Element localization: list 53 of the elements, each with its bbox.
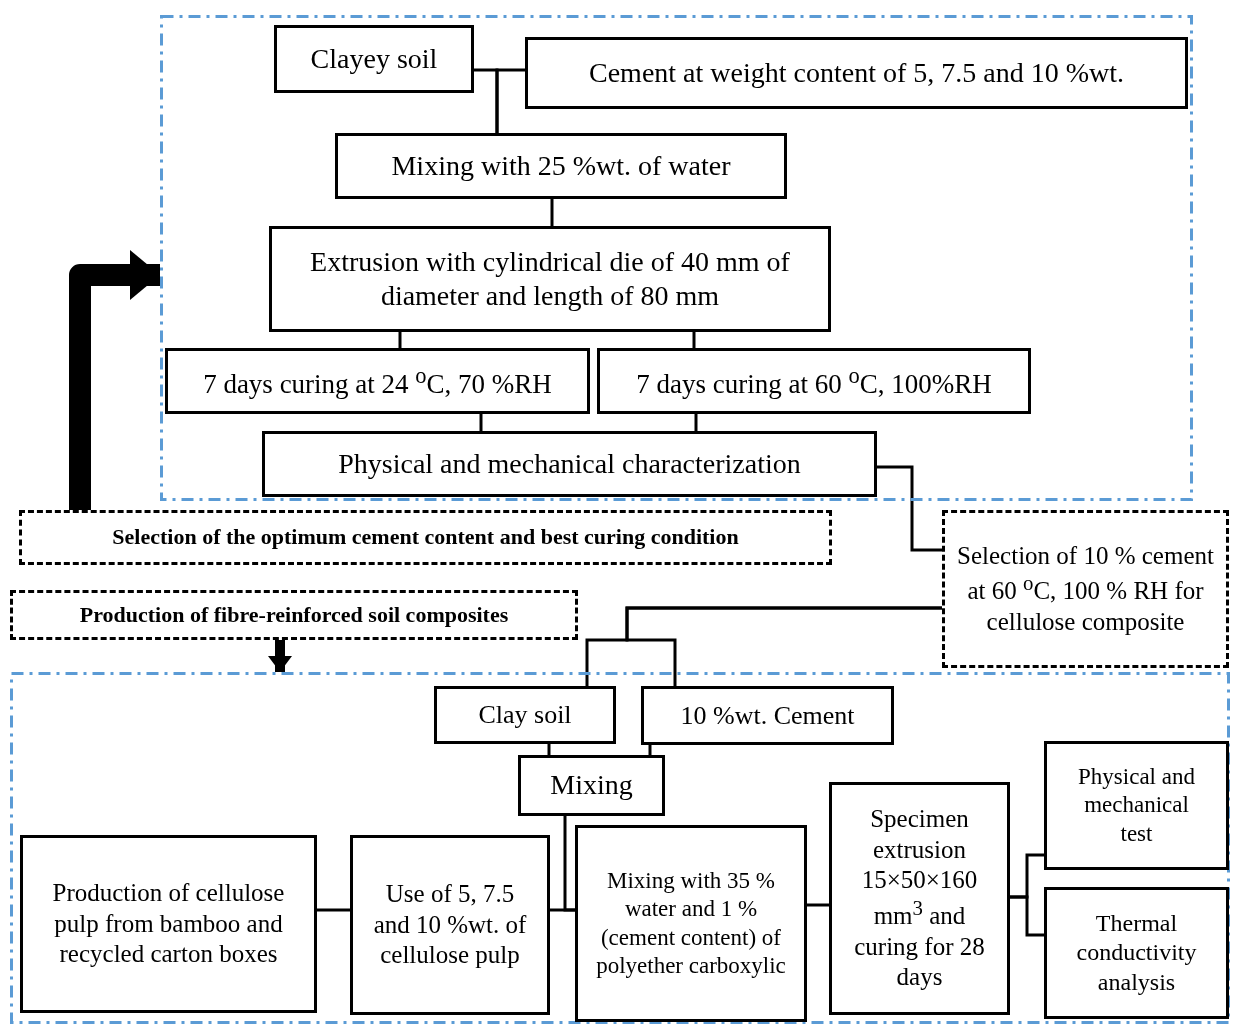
connector-line [563, 816, 575, 912]
box-label: Use of 5, 7.5 and 10 %wt. of cellulose pulp [372, 879, 528, 971]
connector-line [648, 745, 652, 755]
process-box [1044, 741, 1229, 870]
box-label: Production of cellulose pulp from bamboo and recycled carton boxes [51, 878, 286, 970]
process-box [518, 755, 665, 816]
connector-line [398, 332, 402, 348]
box-label: Extrusion with cylindrical die of 40 mm of diameter and length of 80 mm [309, 244, 791, 313]
process-box [641, 686, 894, 745]
box-label: Clayey soil [310, 41, 438, 76]
process-box [269, 226, 831, 332]
connector-line [694, 414, 698, 431]
process-box [597, 348, 1031, 414]
box-label: Production of fibre-reinforced soil composites [79, 601, 509, 629]
process-box [20, 835, 317, 1013]
process-box [829, 782, 1010, 1015]
dashed-box [942, 510, 1229, 668]
arrow [69, 250, 160, 510]
connector-line [1010, 895, 1044, 937]
process-box [434, 686, 616, 744]
box-label: 7 days curing at 60 $^{o}$C, 100%RH [636, 361, 992, 401]
connector-line [479, 414, 483, 431]
connector-line [495, 68, 525, 133]
process-box [274, 25, 474, 93]
box-label: Thermal conductivity analysis [1075, 909, 1198, 997]
process-box [165, 348, 590, 414]
box-label: Physical and mechanical characterization [338, 446, 801, 481]
process-box [335, 133, 787, 199]
connector-line [877, 465, 942, 552]
box-label: Selection of 10 % cement at 60 $^{o}$C, 100 % RH for cellulose composite [956, 540, 1215, 637]
box-label: Selection of the optimum cement content and best curing condition [112, 524, 739, 551]
connector-line [692, 332, 696, 348]
process-box [575, 825, 807, 1022]
connector-line [550, 199, 554, 226]
box-label: Clay soil [478, 699, 572, 731]
process-box [262, 431, 877, 497]
box-label: Cement at weight content of 5, 7.5 and 10 %wt. [589, 55, 1124, 90]
box-label: 7 days curing at 24 $^{o}$C, 70 %RH [203, 361, 552, 401]
box-label: Mixing [550, 768, 633, 803]
box-label: Mixing with 25 %wt. of water [391, 148, 731, 183]
process-box [1044, 887, 1229, 1019]
box-label: Mixing with 35 % water and 1 % (cement content) of polyether carboxylic [595, 867, 787, 980]
process-box [525, 37, 1188, 109]
dashed-box [10, 590, 578, 640]
connector-line [317, 908, 350, 912]
box-label: Specimen extrusion 15×50×160 mm$^{3}$ and curing for 28 days [853, 804, 986, 993]
process-box [350, 835, 550, 1015]
box-label: 10 %wt. Cement [680, 699, 855, 732]
arrow [268, 640, 292, 672]
connector-line [547, 744, 551, 755]
dashed-box [19, 510, 832, 565]
connector-line [807, 903, 829, 907]
box-label: Physical and mechanical test [1077, 763, 1196, 848]
